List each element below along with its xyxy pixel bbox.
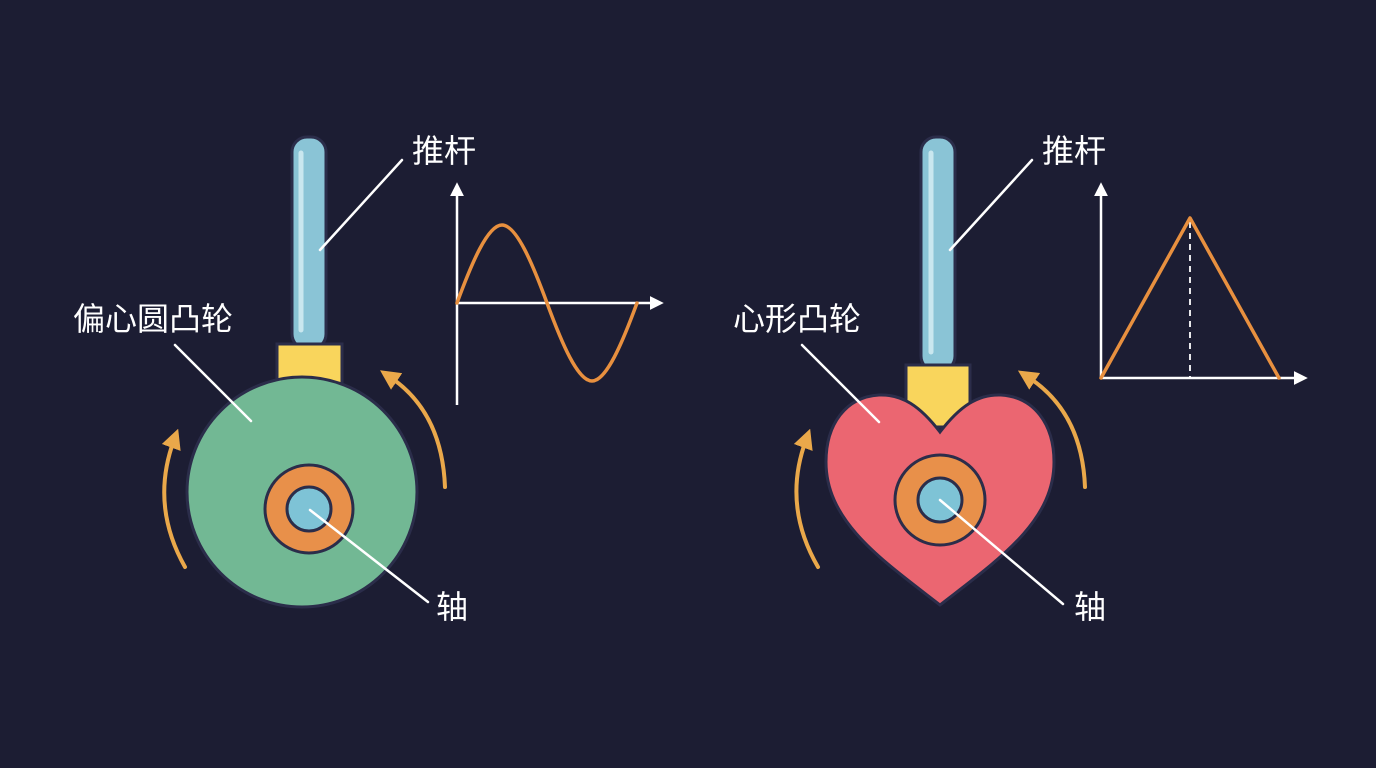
right-displacement-graph [1094, 182, 1308, 385]
right-push-rod [919, 135, 957, 373]
left-rod-leader-line [318, 158, 404, 252]
right-shaft-label: 轴 [1074, 588, 1106, 626]
right-shaft-leader-line [938, 498, 1065, 606]
left-shaft-label: 轴 [436, 588, 468, 626]
left-cam-leader-line [173, 343, 253, 423]
heart-cam-assembly: 推杆 心形凸轮 轴 [733, 132, 1308, 626]
left-rotation-arrow-inner [380, 370, 447, 489]
left-shaft [285, 485, 333, 533]
left-cam-label: 偏心圆凸轮 [73, 300, 233, 338]
right-rod-leader-line [948, 158, 1034, 252]
right-rod-label: 推杆 [1042, 132, 1106, 170]
right-rotation-arrow-inner [1017, 370, 1087, 489]
right-rotation-arrow-outer [793, 428, 820, 569]
left-rod-label: 推杆 [412, 132, 476, 170]
eccentric-cam-assembly: 推杆 偏心圆凸轮 轴 [73, 132, 664, 626]
left-rotation-arrow-outer [161, 428, 187, 569]
left-push-rod [290, 135, 328, 351]
left-shaft-leader-line [308, 508, 430, 604]
sine-displacement-curve [455, 223, 639, 383]
right-cam-label: 心形凸轮 [733, 300, 861, 338]
left-displacement-graph [450, 182, 664, 405]
right-cam-leader-line [800, 343, 881, 424]
triangle-displacement-curve [1099, 216, 1281, 380]
